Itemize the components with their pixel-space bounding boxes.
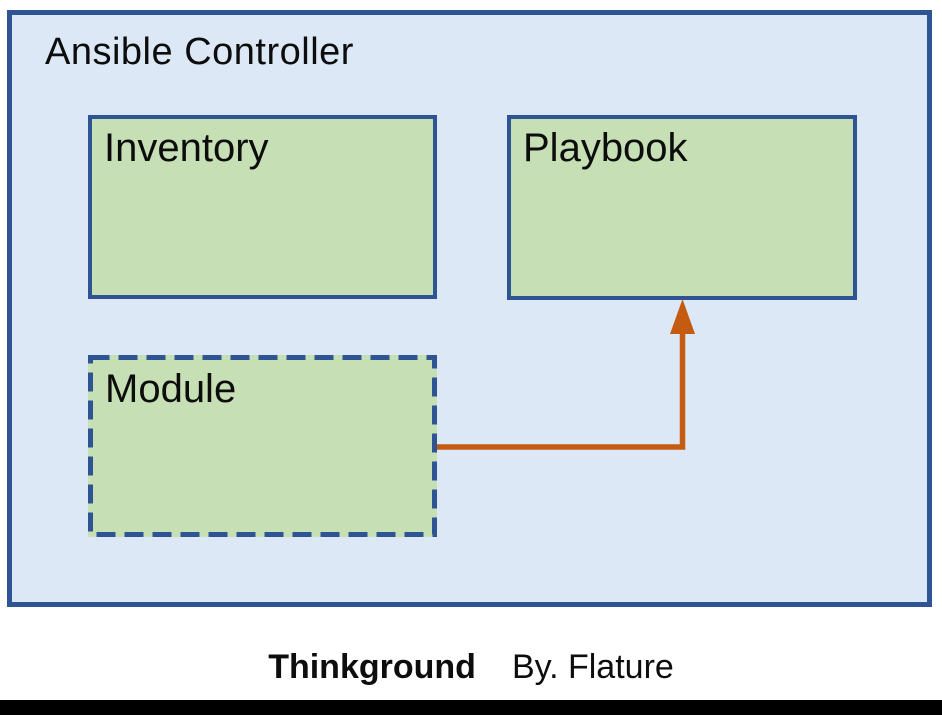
- container-title: Ansible Controller: [45, 31, 354, 73]
- inventory-label: Inventory: [104, 126, 269, 170]
- playbook-box: Playbook: [507, 115, 857, 300]
- footer-caption: Thinkground By. Flature: [0, 648, 942, 686]
- module-box: Module: [88, 355, 437, 537]
- playbook-label: Playbook: [523, 126, 688, 170]
- footer-brand-text: Thinkground: [268, 648, 476, 686]
- bottom-black-bar: [0, 700, 942, 715]
- inventory-box: Inventory: [88, 115, 437, 299]
- footer-byline-text: By. Flature: [511, 648, 674, 686]
- module-label: Module: [105, 367, 237, 411]
